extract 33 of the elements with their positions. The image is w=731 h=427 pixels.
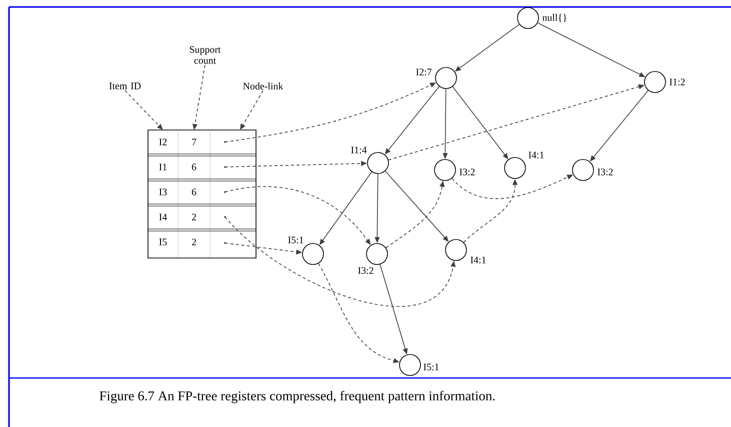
arrow xyxy=(240,90,264,130)
tree-node-label: I4:1 xyxy=(470,256,486,264)
node-link-cell xyxy=(224,191,226,193)
tree-node-label: I2:7 xyxy=(416,68,432,76)
table-cell-text: 2 xyxy=(192,238,196,246)
tree-node-label: null{} xyxy=(542,14,566,22)
node-link-cell xyxy=(224,242,226,244)
table-cell-text: 2 xyxy=(192,214,196,220)
table-cell-text: I2 xyxy=(159,138,167,146)
column-heading: Item ID xyxy=(109,82,141,90)
node-link-cell xyxy=(224,216,226,218)
table-cell-text: I4 xyxy=(159,214,167,220)
table-cell-text: 6 xyxy=(192,188,196,196)
table-cell-text: I5 xyxy=(159,238,167,246)
figure-caption: Figure 6.7 An FP-tree registers compressed, frequent pattern information. xyxy=(100,390,495,404)
tree-node-label: I3:2 xyxy=(460,168,475,176)
tree-node-label: I1:4 xyxy=(351,146,367,154)
column-heading: Node-link xyxy=(243,82,284,90)
node-link-cell xyxy=(224,141,226,143)
tree-node-label: I3:2 xyxy=(598,168,613,176)
node-link-cell xyxy=(224,166,226,168)
table-cell-text: 7 xyxy=(192,138,196,146)
tree-node-label: I5:1 xyxy=(424,364,439,370)
tree-node-label: I3:2 xyxy=(358,267,374,274)
table-cell-text: I3 xyxy=(159,188,167,196)
table-cell-text: 6 xyxy=(192,164,196,170)
table-cell-text: I1 xyxy=(159,164,167,170)
tree-node-label: I4:1 xyxy=(528,152,544,158)
column-heading: Support count xyxy=(190,46,221,64)
tree-node-label: I1:2 xyxy=(670,78,685,86)
arrow xyxy=(124,90,163,130)
table-frame xyxy=(148,130,256,258)
tree-node-label: I5:1 xyxy=(288,236,304,244)
